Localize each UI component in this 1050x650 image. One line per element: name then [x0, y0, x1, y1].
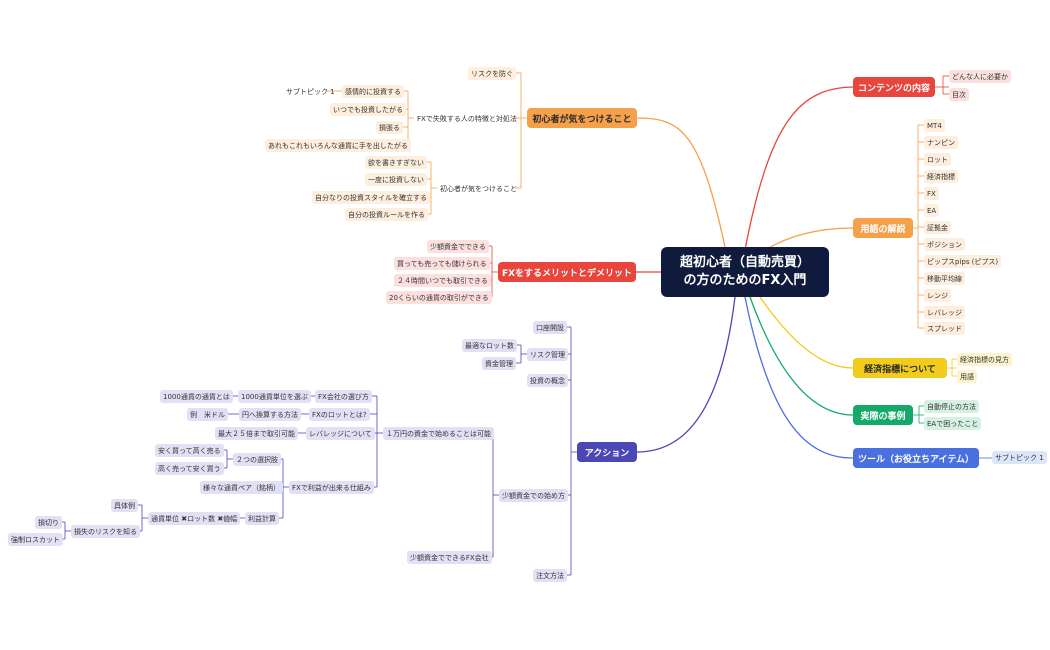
calc-example[interactable]: 具体例	[111, 499, 138, 512]
currency-pairs[interactable]: 様々な通貨ペア（銘柄）	[200, 481, 283, 494]
choice-item[interactable]: 安く買って高く売る	[155, 444, 224, 457]
term-item[interactable]: 移動平均線	[924, 272, 965, 285]
leverage-child[interactable]: 最大２５倍まで取引可能	[215, 427, 298, 440]
econ-item[interactable]: 経済指標の見方	[957, 353, 1012, 366]
start-possible[interactable]: １万円の資金で始めることは可能	[383, 427, 494, 440]
term-item[interactable]: ピップスpips (ピプス)	[924, 255, 1002, 268]
small-company[interactable]: 少額資金でできるFX会社	[407, 551, 492, 564]
care-group[interactable]: 初心者が気をつけること	[440, 184, 517, 193]
leverage[interactable]: レバレッジについて	[306, 427, 375, 440]
action-order[interactable]: 注文方法	[533, 569, 567, 582]
loss-risk[interactable]: 損失のリスクを知る	[71, 525, 140, 538]
fail-item[interactable]: いつでも投資したがる	[330, 103, 406, 116]
connector-cases	[749, 296, 854, 416]
care-item[interactable]: 欲を書きすぎない	[365, 156, 427, 169]
branch-tools[interactable]: ツール（お役立ちアイテム）	[853, 448, 979, 468]
branch-real-cases[interactable]: 実際の事例	[853, 405, 913, 425]
lot-what[interactable]: FXのロットとは?	[309, 408, 370, 421]
connector-action	[636, 296, 736, 453]
merit-item[interactable]: ２４時間いつでも取引できる	[394, 274, 491, 287]
company-grand[interactable]: 1000通貨の通貨とは	[160, 390, 233, 403]
term-item[interactable]: ナンピン	[924, 136, 958, 149]
care-item[interactable]: 自分の投資ルールを作る	[345, 208, 428, 221]
case-item[interactable]: 自動停止の方法	[924, 400, 979, 413]
connector-contents	[744, 86, 854, 251]
contents-item[interactable]: 目次	[949, 88, 969, 101]
profit-calc[interactable]: 利益計算	[245, 512, 279, 525]
connector-econ	[759, 296, 854, 369]
risk-prevent[interactable]: リスクを防ぐ	[468, 67, 516, 80]
merit-item[interactable]: 20くらいの通貨の取引ができる	[386, 291, 492, 304]
term-item[interactable]: 経済指標	[924, 170, 958, 183]
action-concept[interactable]: 投資の概念	[527, 374, 568, 387]
two-choices[interactable]: ２つの選択肢	[233, 453, 281, 466]
choice-item[interactable]: 高く売って安く買う	[155, 462, 224, 475]
branch-economic-indicators[interactable]: 経済指標について	[853, 358, 947, 378]
merit-item[interactable]: 少額資金でできる	[427, 240, 489, 253]
econ-item[interactable]: 用語	[957, 370, 977, 383]
branch-terms[interactable]: 用語の解説	[853, 218, 913, 238]
term-item[interactable]: MT4	[924, 119, 945, 132]
term-item[interactable]: レバレッジ	[924, 306, 965, 319]
tools-item[interactable]: サブトピック 1	[992, 451, 1047, 464]
calc-formula[interactable]: 通貨単位 ✖ロット数 ✖値幅	[148, 512, 241, 525]
care-item[interactable]: 自分なりの投資スタイルを確立する	[312, 191, 430, 204]
central-topic-line1: 超初心者（自動売買）	[679, 255, 810, 270]
care-item[interactable]: 一度に投資しない	[365, 173, 427, 186]
contents-item[interactable]: どんな人に必要か	[949, 70, 1011, 83]
merit-item[interactable]: 買っても売っても儲けられる	[394, 257, 490, 270]
branch-beginner-cautions[interactable]: 初心者が気をつけること	[527, 108, 637, 128]
loss-item[interactable]: 損切り	[35, 516, 62, 529]
profit-mechanism[interactable]: FXで利益が出来る仕組み	[289, 481, 374, 494]
fail-item[interactable]: 感情的に投資する	[342, 85, 404, 98]
lot-child[interactable]: 円へ換算する方法	[239, 408, 301, 421]
term-item[interactable]: スプレッド	[924, 322, 965, 335]
risk-item[interactable]: 最適なロット数	[462, 339, 517, 352]
branch-action[interactable]: アクション	[577, 442, 637, 462]
risk-item[interactable]: 資金管理	[482, 357, 516, 370]
case-item[interactable]: EAで困ったこと	[924, 417, 982, 430]
company-child[interactable]: 1000通貨単位を選ぶ	[238, 390, 311, 403]
fail-item[interactable]: 損張る	[376, 121, 403, 134]
central-topic[interactable]: 超初心者（自動売買） の方のためのFX入門	[661, 247, 829, 297]
fail-sub[interactable]: サブトピック 1	[286, 87, 335, 96]
connector-terms	[764, 227, 854, 251]
lot-grand[interactable]: 例 米ドル	[187, 408, 228, 421]
action-small-funds[interactable]: 少額資金での始め方	[499, 489, 568, 502]
term-item[interactable]: 証拠金	[924, 221, 951, 234]
central-topic-line2: の方のためのFX入門	[683, 273, 807, 288]
term-item[interactable]: ポジション	[924, 238, 965, 251]
branch-merit-demerit[interactable]: FXをするメリットとデメリット	[498, 262, 636, 282]
connector-tools	[744, 296, 854, 459]
loss-item[interactable]: 強制ロスカット	[8, 533, 63, 546]
branch-contents[interactable]: コンテンツの内容	[853, 77, 935, 97]
fail-traits[interactable]: FXで失敗する人の特徴と対処法	[417, 114, 517, 123]
term-item[interactable]: レンジ	[924, 289, 951, 302]
action-risk-management[interactable]: リスク管理	[527, 348, 568, 361]
term-item[interactable]: FX	[924, 187, 939, 200]
company-choice[interactable]: FX会社の選び方	[315, 390, 372, 403]
term-item[interactable]: ロット	[924, 153, 951, 166]
connector-beginner	[636, 117, 726, 248]
fail-item[interactable]: あれもこれもいろんな通貨に手を出したがる	[265, 139, 411, 152]
term-item[interactable]: EA	[924, 204, 940, 217]
action-account[interactable]: 口座開設	[533, 321, 567, 334]
